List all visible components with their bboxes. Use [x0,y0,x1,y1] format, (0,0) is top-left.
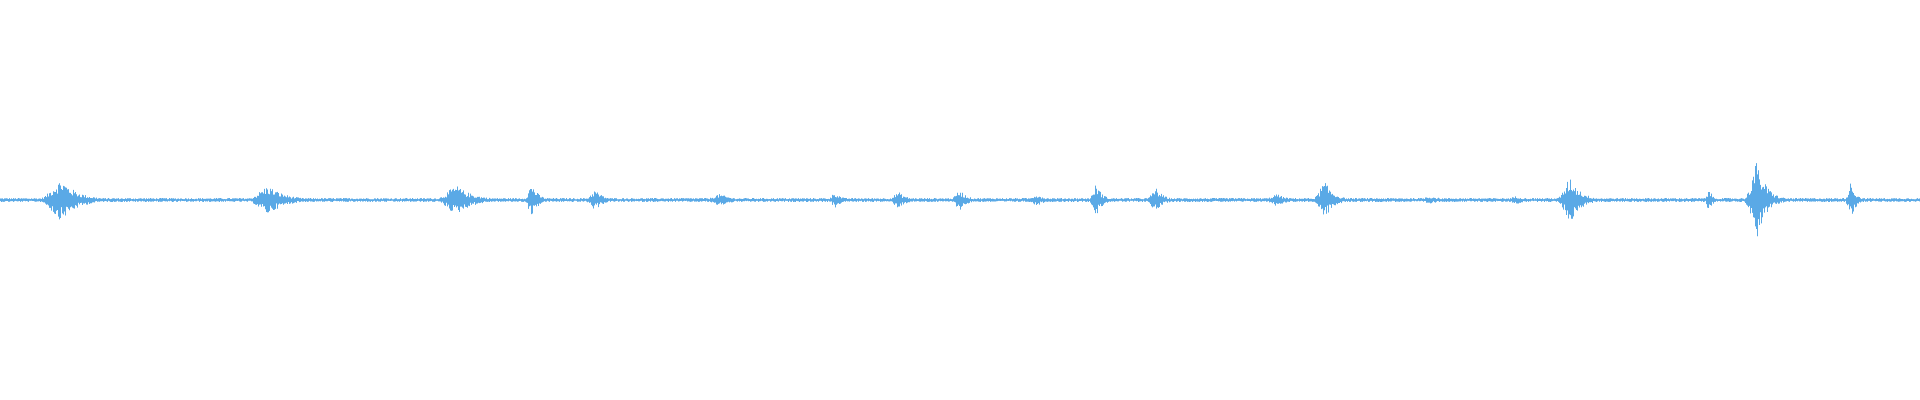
waveform-signal [0,163,1920,237]
